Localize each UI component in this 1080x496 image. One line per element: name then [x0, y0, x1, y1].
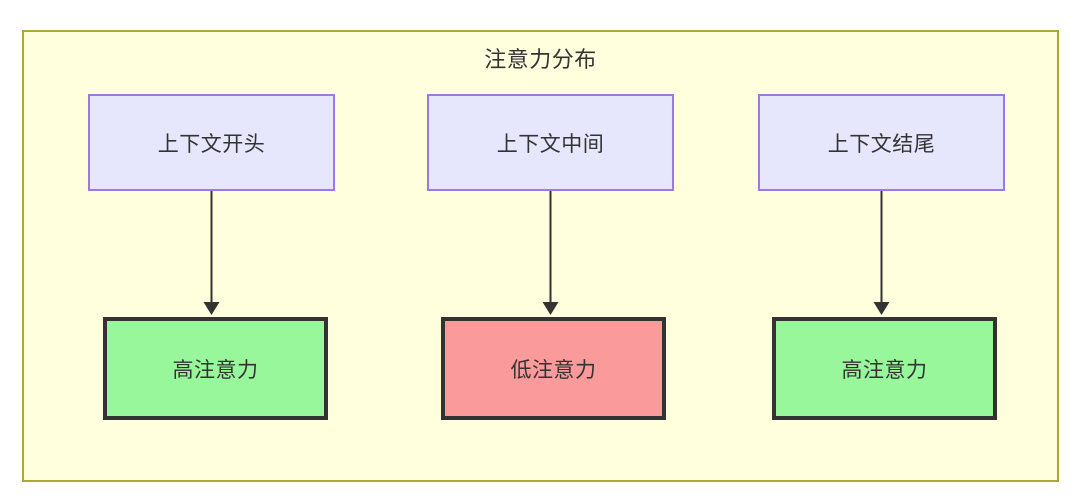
- node-attention-end-label: 高注意力: [841, 358, 928, 382]
- node-attention-start[interactable]: 高注意力: [103, 317, 328, 420]
- node-attention-middle[interactable]: 低注意力: [441, 317, 666, 420]
- subgraph-title: 注意力分布: [484, 47, 597, 72]
- node-context-start[interactable]: 上下文开头: [88, 94, 335, 191]
- node-attention-middle-label: 低注意力: [510, 358, 597, 382]
- node-context-end-label: 上下文结尾: [827, 132, 936, 156]
- node-context-start-label: 上下文开头: [157, 132, 266, 156]
- node-attention-end[interactable]: 高注意力: [772, 317, 997, 420]
- node-context-middle-label: 上下文中间: [496, 132, 605, 156]
- node-attention-start-label: 高注意力: [172, 358, 259, 382]
- node-context-middle[interactable]: 上下文中间: [427, 94, 674, 191]
- node-context-end[interactable]: 上下文结尾: [758, 94, 1005, 191]
